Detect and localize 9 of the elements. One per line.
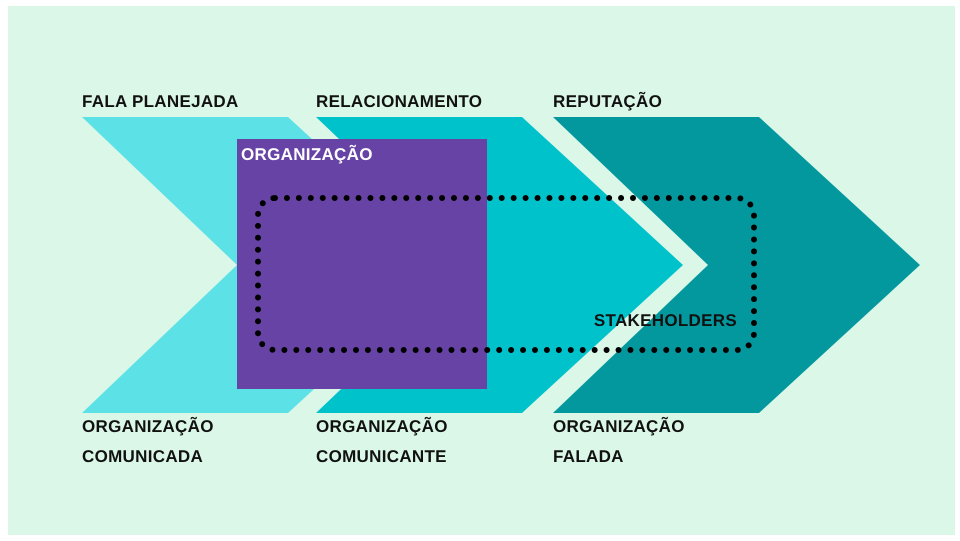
chevron-caption: ORGANIZAÇÃO COMUNICANTE <box>316 416 449 468</box>
chevron-heading: REPUTAÇÃO <box>553 92 662 112</box>
organization-box <box>237 139 487 389</box>
stakeholders-frame <box>255 195 757 353</box>
chevron-caption: ORGANIZAÇÃO FALADA <box>553 416 686 468</box>
chevron-caption: ORGANIZAÇÃO COMUNICADA <box>82 416 215 468</box>
chevron-heading: RELACIONAMENTO <box>316 92 482 112</box>
chevron-heading: FALA PLANEJADA <box>82 92 239 112</box>
box-label: ORGANIZAÇÃO <box>241 145 373 165</box>
